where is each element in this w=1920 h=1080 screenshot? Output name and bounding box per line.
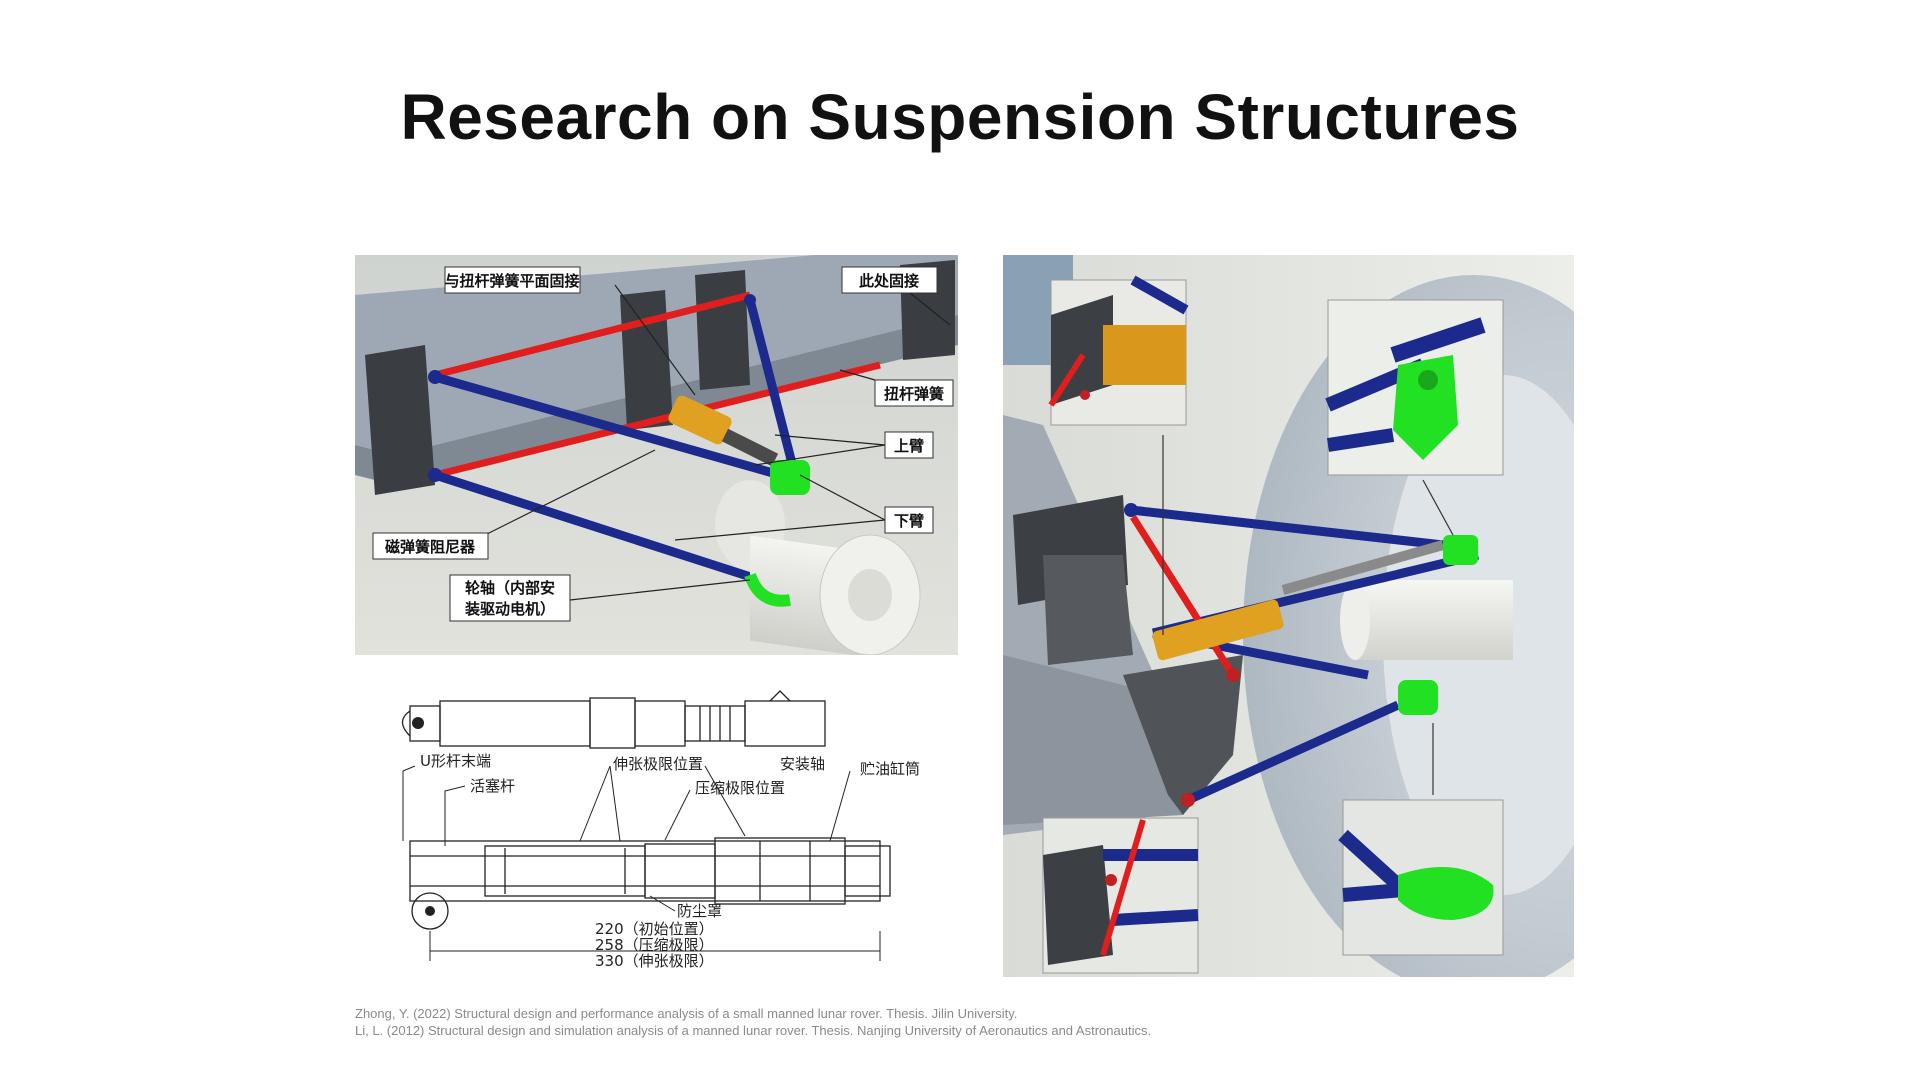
- pivot: [428, 370, 442, 384]
- inset-leader: [1422, 479, 1454, 536]
- leader-lines: [464, 284, 951, 601]
- callout-box: [449, 574, 571, 622]
- damper-rod: [721, 428, 779, 467]
- reference-item: Li, L. (2012) Structural design and simu…: [355, 1023, 1152, 1038]
- label-fixed-here: 此处固接: [859, 272, 919, 290]
- drawing-eye-center: [425, 906, 435, 916]
- drawing-bolt: [412, 717, 424, 729]
- label-axle-line2: 装驱动电机）: [464, 600, 555, 618]
- dimension-lines: [429, 931, 881, 961]
- upright-joint: [770, 460, 810, 495]
- damper-body: [668, 395, 732, 445]
- label-dust-cover: 防尘罩: [677, 902, 722, 920]
- label-extension-limit: 伸张极限位置: [613, 755, 703, 773]
- upper-arm-link: [433, 372, 782, 480]
- pivot: [1124, 503, 1138, 517]
- damper-outline-top: [401, 690, 826, 749]
- callout-box: [372, 532, 489, 560]
- axle-cylinder: [1353, 580, 1513, 660]
- references: Zhong, Y. (2022) Structural design and p…: [355, 1005, 1655, 1039]
- suspension-render-diagram: 与扭杆弹簧平面固接 此处固接 扭杆弹簧 上臂 下臂 磁弹簧阻尼器 轮轴（内部安 …: [355, 255, 958, 655]
- lower-arm-link: [1186, 700, 1400, 805]
- label-upper-arm: 上臂: [894, 437, 924, 455]
- axle-cylinder-end: [1340, 580, 1370, 660]
- lower-joint: [1398, 680, 1438, 715]
- pivot: [428, 468, 442, 482]
- frame-mount: [365, 345, 435, 495]
- damper-technical-drawing: U形杆末端 活塞杆 伸张极限位置 安装轴 压缩极限位置 贮油缸筒 防尘罩 220…: [355, 666, 958, 976]
- torsion-bar: [1130, 515, 1236, 677]
- torsion-bar: [434, 291, 751, 379]
- callout-box: [841, 266, 938, 294]
- upper-arm-link: [745, 298, 800, 477]
- callout-box: [884, 506, 934, 534]
- reference-item: Zhong, Y. (2022) Structural design and p…: [355, 1006, 1018, 1021]
- pivot: [1181, 793, 1195, 807]
- pivot: [744, 294, 756, 306]
- slide-title: Research on Suspension Structures: [400, 81, 1520, 153]
- label-axle-line1: 轮轴（内部安: [465, 579, 555, 597]
- drawing-background: [355, 666, 958, 976]
- label-torsion-spring: 扭杆弹簧: [884, 385, 944, 403]
- suspension-closeup-render: [1003, 255, 1574, 977]
- frame-mount: [1043, 555, 1133, 665]
- label-compression-limit: 压缩极限位置: [695, 779, 785, 797]
- label-mr-damper: 磁弹簧阻尼器: [385, 538, 476, 556]
- callout-box: [444, 266, 581, 294]
- lower-arm-link: [433, 470, 762, 585]
- label-dim-compress: 258（压缩极限）: [595, 936, 714, 954]
- upper-arm-link: [1130, 505, 1444, 550]
- damper-body: [1152, 599, 1284, 661]
- frame-mount: [695, 270, 750, 390]
- label-oil-cylinder: 贮油缸筒: [860, 760, 920, 778]
- lower-joint: [744, 572, 791, 607]
- inset-damper-mount: [1048, 275, 1189, 426]
- label-u-rod-end: U形杆末端: [420, 752, 491, 770]
- drawing-eye: [411, 892, 449, 930]
- inset-frame-pivot: [1042, 817, 1199, 974]
- drawing-leaders: [402, 765, 851, 912]
- label-piston-rod: 活塞杆: [470, 777, 515, 795]
- label-lower-arm: 下臂: [894, 512, 924, 530]
- label-mount-shaft: 安装轴: [780, 755, 825, 773]
- callout-box: [874, 379, 954, 407]
- label-dim-extend: 330（伸张极限）: [595, 952, 714, 970]
- upright-joint: [1443, 535, 1478, 565]
- label-dim-initial: 220（初始位置）: [595, 920, 714, 938]
- torsion-bar: [434, 361, 881, 479]
- label-torsion-plane: 与扭杆弹簧平面固接: [444, 272, 579, 290]
- frame-mount: [620, 290, 673, 430]
- frame-mount: [1123, 655, 1243, 815]
- axle-hub: [848, 569, 892, 621]
- inset-upright-joint: [1325, 299, 1504, 476]
- callout-box: [884, 431, 934, 459]
- damper-section-view: [409, 837, 891, 905]
- pivot: [1226, 668, 1240, 682]
- inset-lower-joint: [1338, 799, 1504, 956]
- damper-rod: [1281, 540, 1445, 595]
